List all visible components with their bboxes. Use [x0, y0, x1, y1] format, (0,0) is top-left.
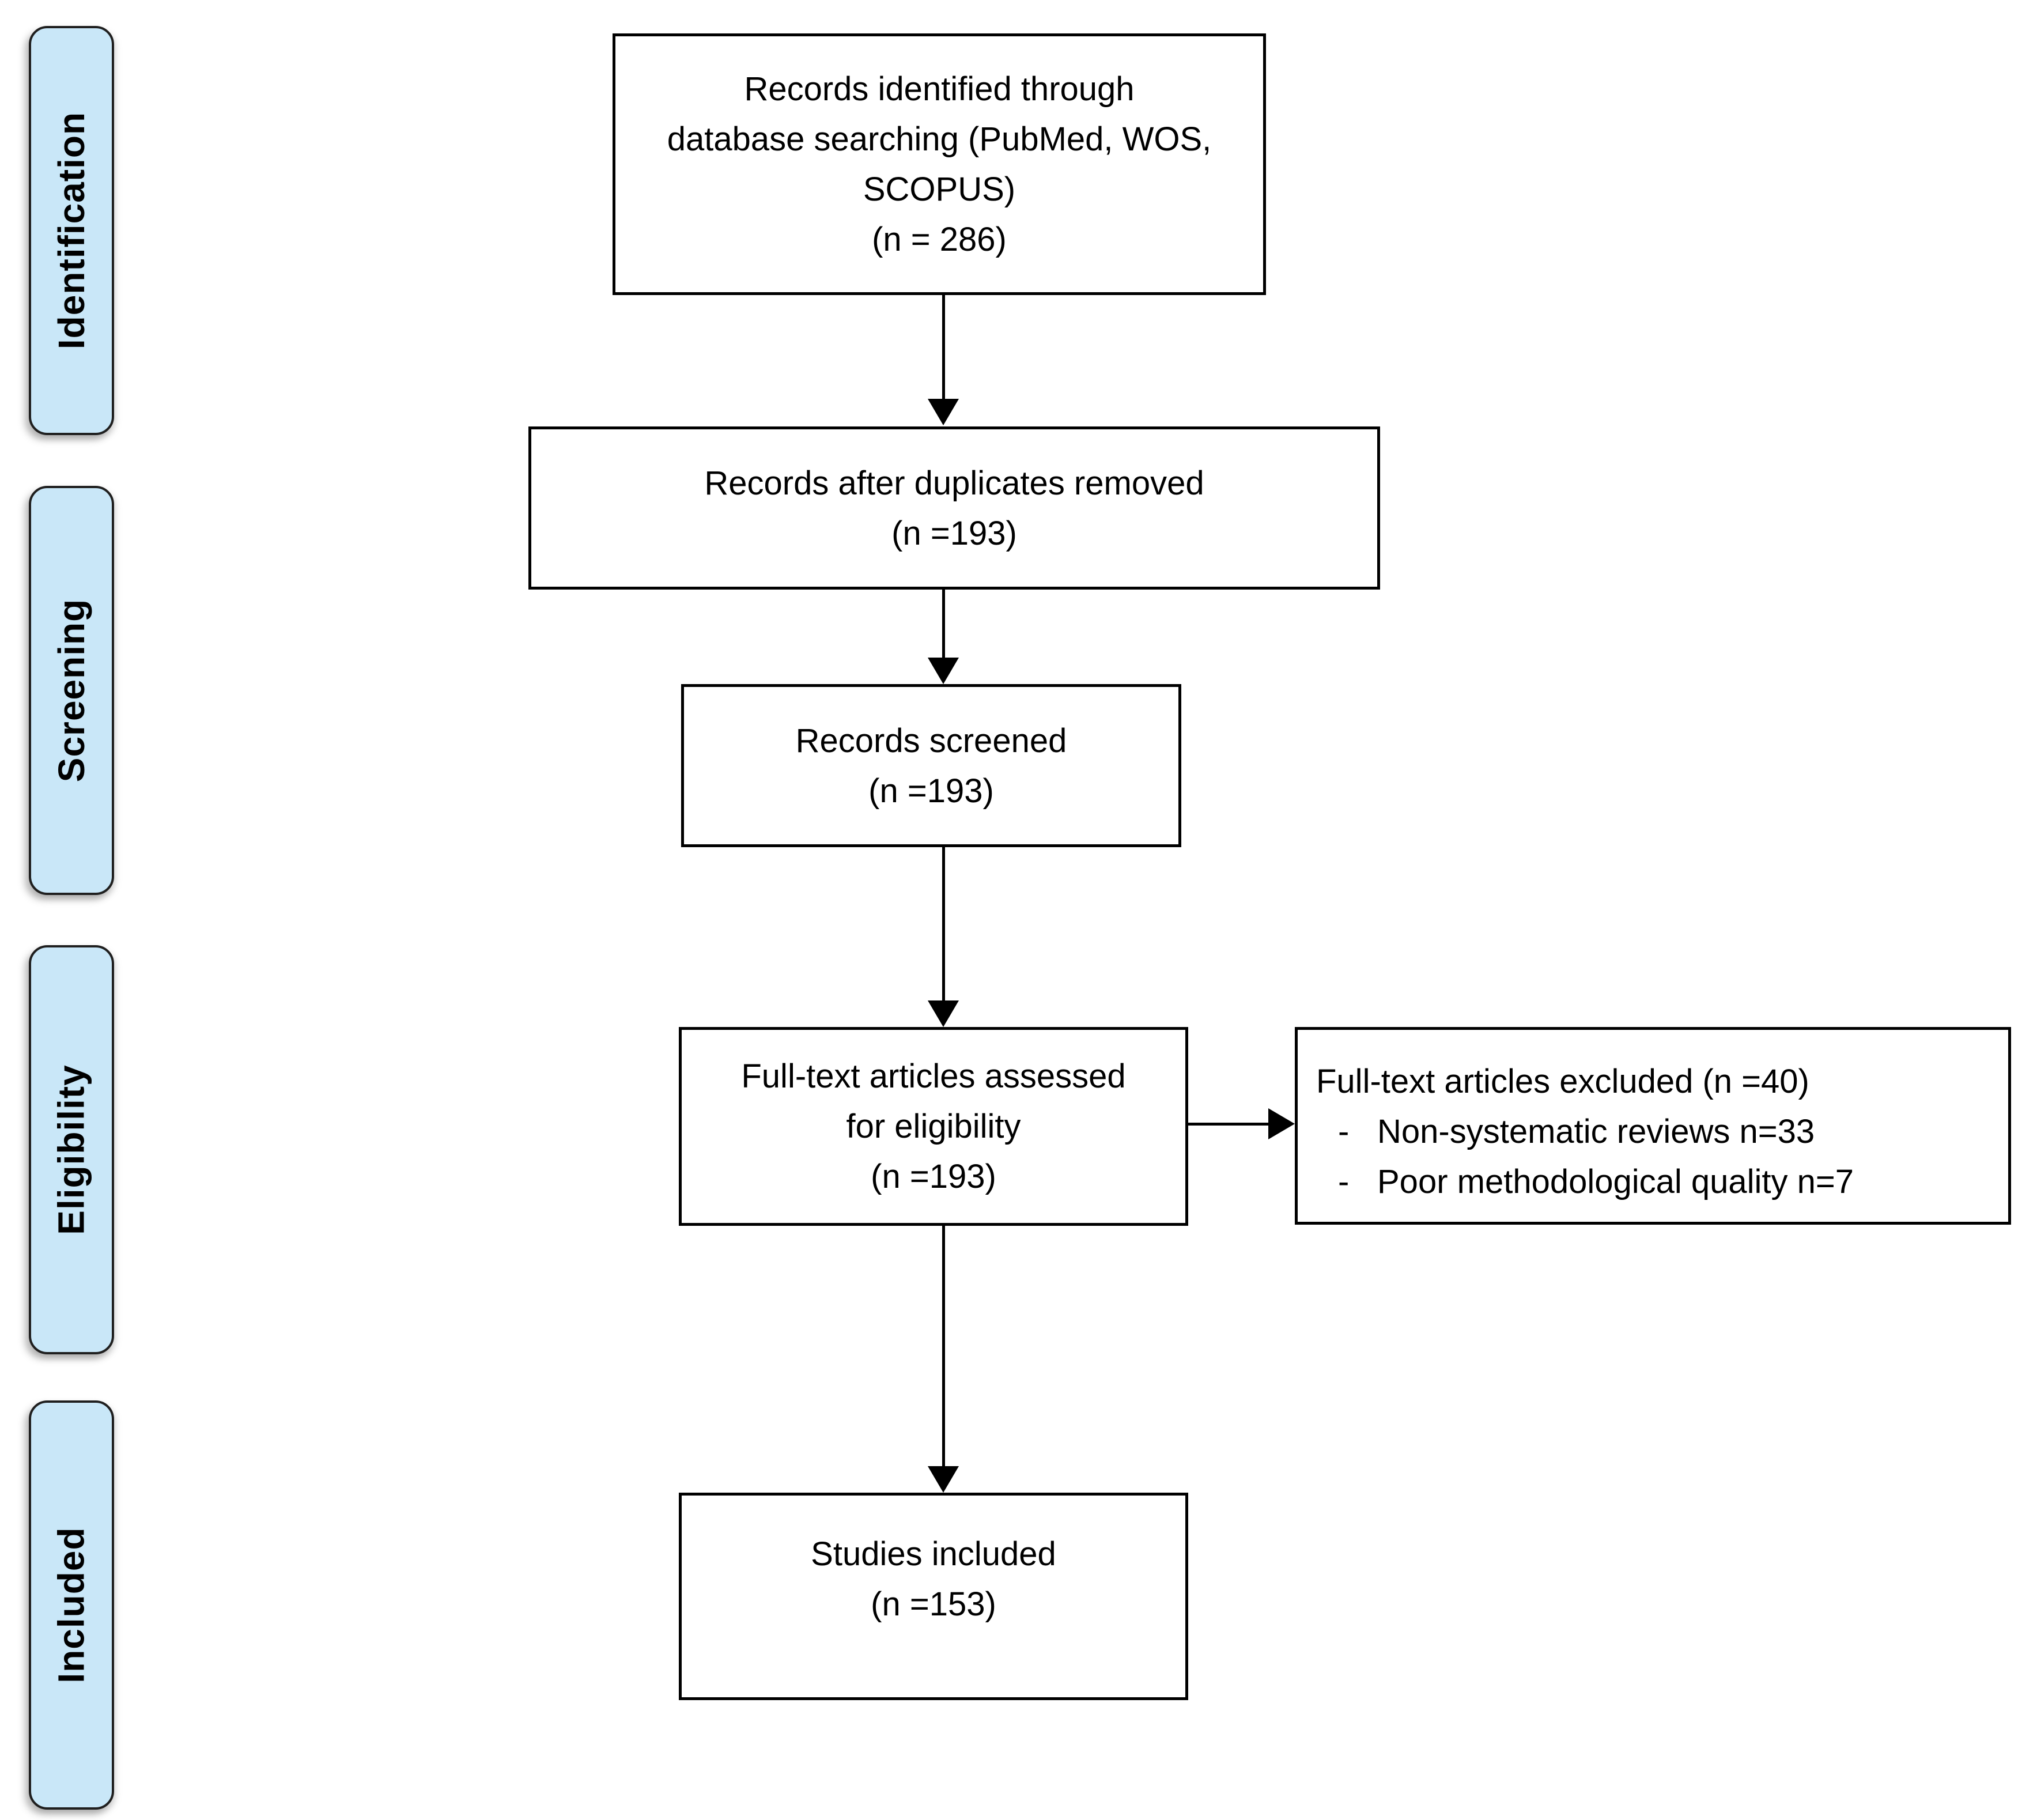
arrowhead-down-icon: [928, 658, 959, 684]
arrow-screened-to-fulltext: [942, 847, 945, 1002]
box-records-screened-count: (n =193): [868, 772, 994, 810]
box-studies-included-count: (n =153): [871, 1585, 996, 1623]
box-fulltext-assessed: Full-text articles assessed for eligibil…: [679, 1027, 1188, 1226]
arrowhead-down-icon: [928, 1000, 959, 1027]
excluded-bullet-text: Non-systematic reviews n=33: [1377, 1113, 1815, 1150]
bullet-dash: -: [1338, 1113, 1350, 1150]
arrow-fulltext-to-excluded: [1188, 1123, 1273, 1126]
stage-included-label: Included: [51, 1527, 92, 1683]
box-records-identified-line: database searching (PubMed, WOS,: [667, 120, 1212, 158]
stage-identification: Identification: [29, 26, 114, 435]
box-records-screened-line: Records screened: [795, 722, 1067, 760]
box-records-identified-line: Records identified through: [744, 70, 1135, 108]
arrowhead-right-icon: [1268, 1108, 1295, 1139]
arrowhead-down-icon: [928, 1466, 959, 1493]
stage-screening: Screening: [29, 486, 114, 895]
excluded-bullet-item: - Non-systematic reviews n=33: [1316, 1107, 1815, 1157]
stage-eligibility-label: Eligibility: [51, 1064, 92, 1235]
box-studies-included: Studies included (n =153): [679, 1493, 1188, 1700]
stage-screening-label: Screening: [51, 598, 92, 783]
arrow-deduplicated-to-screened: [942, 590, 945, 660]
excluded-bullet-text: Poor methodological quality n=7: [1377, 1163, 1854, 1200]
box-duplicates-removed-line: Records after duplicates removed: [704, 464, 1204, 502]
excluded-bullet-item: - Poor methodological quality n=7: [1316, 1157, 1854, 1207]
box-records-identified-line: SCOPUS): [863, 171, 1016, 208]
box-records-screened: Records screened (n =193): [681, 684, 1181, 847]
box-fulltext-assessed-count: (n =193): [871, 1158, 996, 1195]
box-records-identified-count: (n = 286): [872, 221, 1007, 258]
stage-identification-label: Identification: [51, 111, 92, 350]
arrow-identified-to-deduplicated: [942, 295, 945, 402]
box-fulltext-assessed-line: for eligibility: [846, 1108, 1021, 1145]
box-fulltext-excluded-title: Full-text articles excluded (n =40): [1316, 1063, 1809, 1100]
box-duplicates-removed-count: (n =193): [891, 514, 1017, 552]
box-duplicates-removed: Records after duplicates removed (n =193…: [528, 426, 1380, 590]
arrow-fulltext-to-included: [942, 1226, 945, 1467]
box-fulltext-assessed-line: Full-text articles assessed: [741, 1058, 1126, 1095]
bullet-dash: -: [1338, 1163, 1350, 1200]
stage-eligibility: Eligibility: [29, 945, 114, 1354]
box-records-identified: Records identified through database sear…: [613, 33, 1266, 295]
box-studies-included-line: Studies included: [811, 1535, 1056, 1573]
arrowhead-down-icon: [928, 399, 959, 425]
stage-included: Included: [29, 1400, 114, 1810]
box-fulltext-excluded: Full-text articles excluded (n =40) - No…: [1295, 1027, 2011, 1225]
